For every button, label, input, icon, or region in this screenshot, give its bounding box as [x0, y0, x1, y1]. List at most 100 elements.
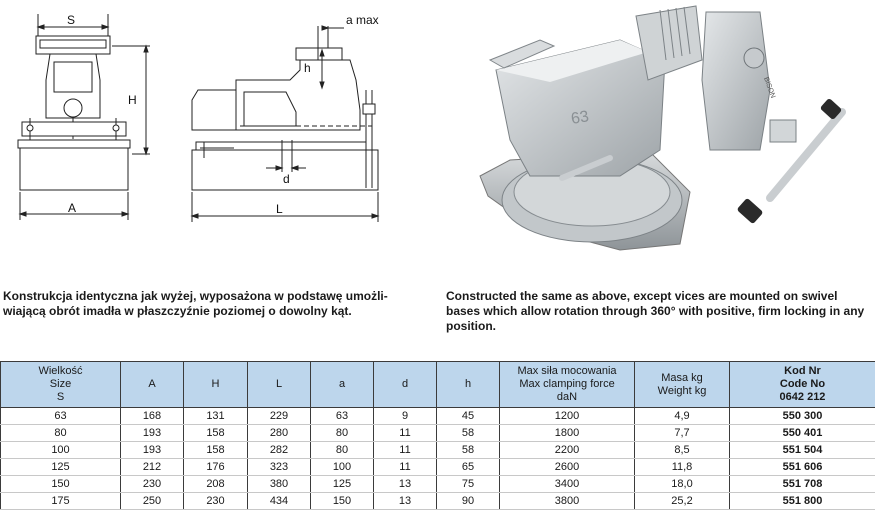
description-polish: Konstrukcja identyczna jak wyżej, wyposa…	[3, 289, 388, 318]
header-h: H	[183, 361, 248, 408]
table-row: 100 193 158 282 80 11 58 2200 8,5 551 50…	[0, 441, 875, 459]
cell-code: 551 800	[729, 492, 875, 510]
table-row: 80 193 158 280 80 11 58 1800 7,7 550 401	[0, 424, 875, 442]
cell-a-small: 63	[310, 407, 374, 425]
cell-code: 551 708	[729, 475, 875, 493]
header-size: Wielkość Size S	[0, 361, 121, 408]
header-code: Kod Nr Code No 0642 212	[729, 361, 875, 408]
cell-d: 11	[373, 458, 437, 476]
header-code-line-3: 0642 212	[779, 391, 826, 403]
cell-d: 13	[373, 492, 437, 510]
cell-mass: 18,0	[634, 475, 730, 493]
cell-a-small: 150	[310, 492, 374, 510]
vice-product-photo: BISON 63	[479, 5, 846, 251]
table-row: 125 212 176 323 100 11 65 2600 11,8 551 …	[0, 458, 875, 476]
cell-h: 158	[183, 424, 248, 442]
cell-a: 168	[120, 407, 184, 425]
header-clamping-force: Max siła mocowania Max clamping force da…	[499, 361, 635, 408]
cell-h-small: 58	[436, 441, 500, 459]
dim-label-h: H	[128, 93, 137, 107]
table-header-row: Wielkość Size S A H L a d h Max siła moc…	[0, 361, 875, 408]
header-mass-line-1: Masa kg	[661, 371, 703, 384]
cell-a: 250	[120, 492, 184, 510]
cell-force: 2600	[499, 458, 635, 476]
cell-size: 100	[0, 441, 121, 459]
cell-a-small: 125	[310, 475, 374, 493]
header-h-small: h	[436, 361, 500, 408]
cell-code: 550 300	[729, 407, 875, 425]
cell-h: 208	[183, 475, 248, 493]
cell-d: 11	[373, 441, 437, 459]
cell-l: 282	[247, 441, 311, 459]
cell-l: 280	[247, 424, 311, 442]
cell-h: 176	[183, 458, 248, 476]
dim-label-a: A	[68, 201, 76, 215]
cell-a: 193	[120, 424, 184, 442]
header-code-line-2: Code No	[779, 378, 826, 390]
cell-size: 150	[0, 475, 121, 493]
header-force-line-3: daN	[556, 391, 578, 403]
header-force-line-2: Max clamping force	[519, 378, 615, 390]
header-mass-line-2: Weight kg	[657, 384, 707, 397]
header-a: A	[120, 361, 184, 408]
cell-h: 230	[183, 492, 248, 510]
header-size-line-1: Wielkość	[38, 365, 83, 377]
technical-drawing: S H A L a max d h	[17, 13, 380, 222]
cell-mass: 25,2	[634, 492, 730, 510]
cell-l: 380	[247, 475, 311, 493]
cell-h-small: 90	[436, 492, 500, 510]
cell-a-small: 80	[310, 424, 374, 442]
dim-label-h-small: h	[304, 61, 311, 75]
cell-d: 9	[373, 407, 437, 425]
header-a-small: a	[310, 361, 374, 408]
cell-h-small: 75	[436, 475, 500, 493]
header-force-line-1: Max siła mocowania	[517, 365, 617, 377]
cell-mass: 8,5	[634, 441, 730, 459]
header-size-line-3: S	[56, 391, 65, 403]
cell-force: 2200	[499, 441, 635, 459]
cell-mass: 4,9	[634, 407, 730, 425]
cell-force: 1200	[499, 407, 635, 425]
dim-label-s: S	[67, 13, 75, 27]
cell-size: 125	[0, 458, 121, 476]
cell-mass: 7,7	[634, 424, 730, 442]
specifications-table: Wielkość Size S A H L a d h Max siła moc…	[0, 361, 875, 510]
cell-a-small: 80	[310, 441, 374, 459]
header-l: L	[247, 361, 311, 408]
description-english: Constructed the same as above, except vi…	[446, 289, 865, 333]
cell-size: 80	[0, 424, 121, 442]
dim-label-d: d	[283, 172, 290, 186]
header-d: d	[373, 361, 437, 408]
header-weight: Masa kg Weight kg	[634, 361, 730, 408]
jaw-size-number: 63	[570, 108, 591, 128]
cell-h-small: 65	[436, 458, 500, 476]
cell-force: 3400	[499, 475, 635, 493]
cell-a: 193	[120, 441, 184, 459]
cell-code: 551 504	[729, 441, 875, 459]
table-row: 175 250 230 434 150 13 90 3800 25,2 551 …	[0, 492, 875, 510]
header-code-line-1: Kod Nr	[784, 365, 821, 377]
cell-d: 13	[373, 475, 437, 493]
cell-h: 158	[183, 441, 248, 459]
cell-d: 11	[373, 424, 437, 442]
cell-size: 63	[0, 407, 121, 425]
cell-code: 551 606	[729, 458, 875, 476]
cell-l: 229	[247, 407, 311, 425]
cell-l: 434	[247, 492, 311, 510]
cell-mass: 11,8	[634, 458, 730, 476]
cell-force: 1800	[499, 424, 635, 442]
cell-h: 131	[183, 407, 248, 425]
dim-label-a-max: a max	[346, 13, 379, 27]
cell-code: 550 401	[729, 424, 875, 442]
dim-label-l: L	[276, 202, 283, 216]
cell-force: 3800	[499, 492, 635, 510]
cell-a-small: 100	[310, 458, 374, 476]
table-row: 150 230 208 380 125 13 75 3400 18,0 551 …	[0, 475, 875, 493]
table-row: 63 168 131 229 63 9 45 1200 4,9 550 300	[0, 407, 875, 425]
cell-h-small: 45	[436, 407, 500, 425]
header-size-line-2: Size	[49, 378, 72, 390]
cell-size: 175	[0, 492, 121, 510]
cell-l: 323	[247, 458, 311, 476]
cell-h-small: 58	[436, 424, 500, 442]
cell-a: 212	[120, 458, 184, 476]
